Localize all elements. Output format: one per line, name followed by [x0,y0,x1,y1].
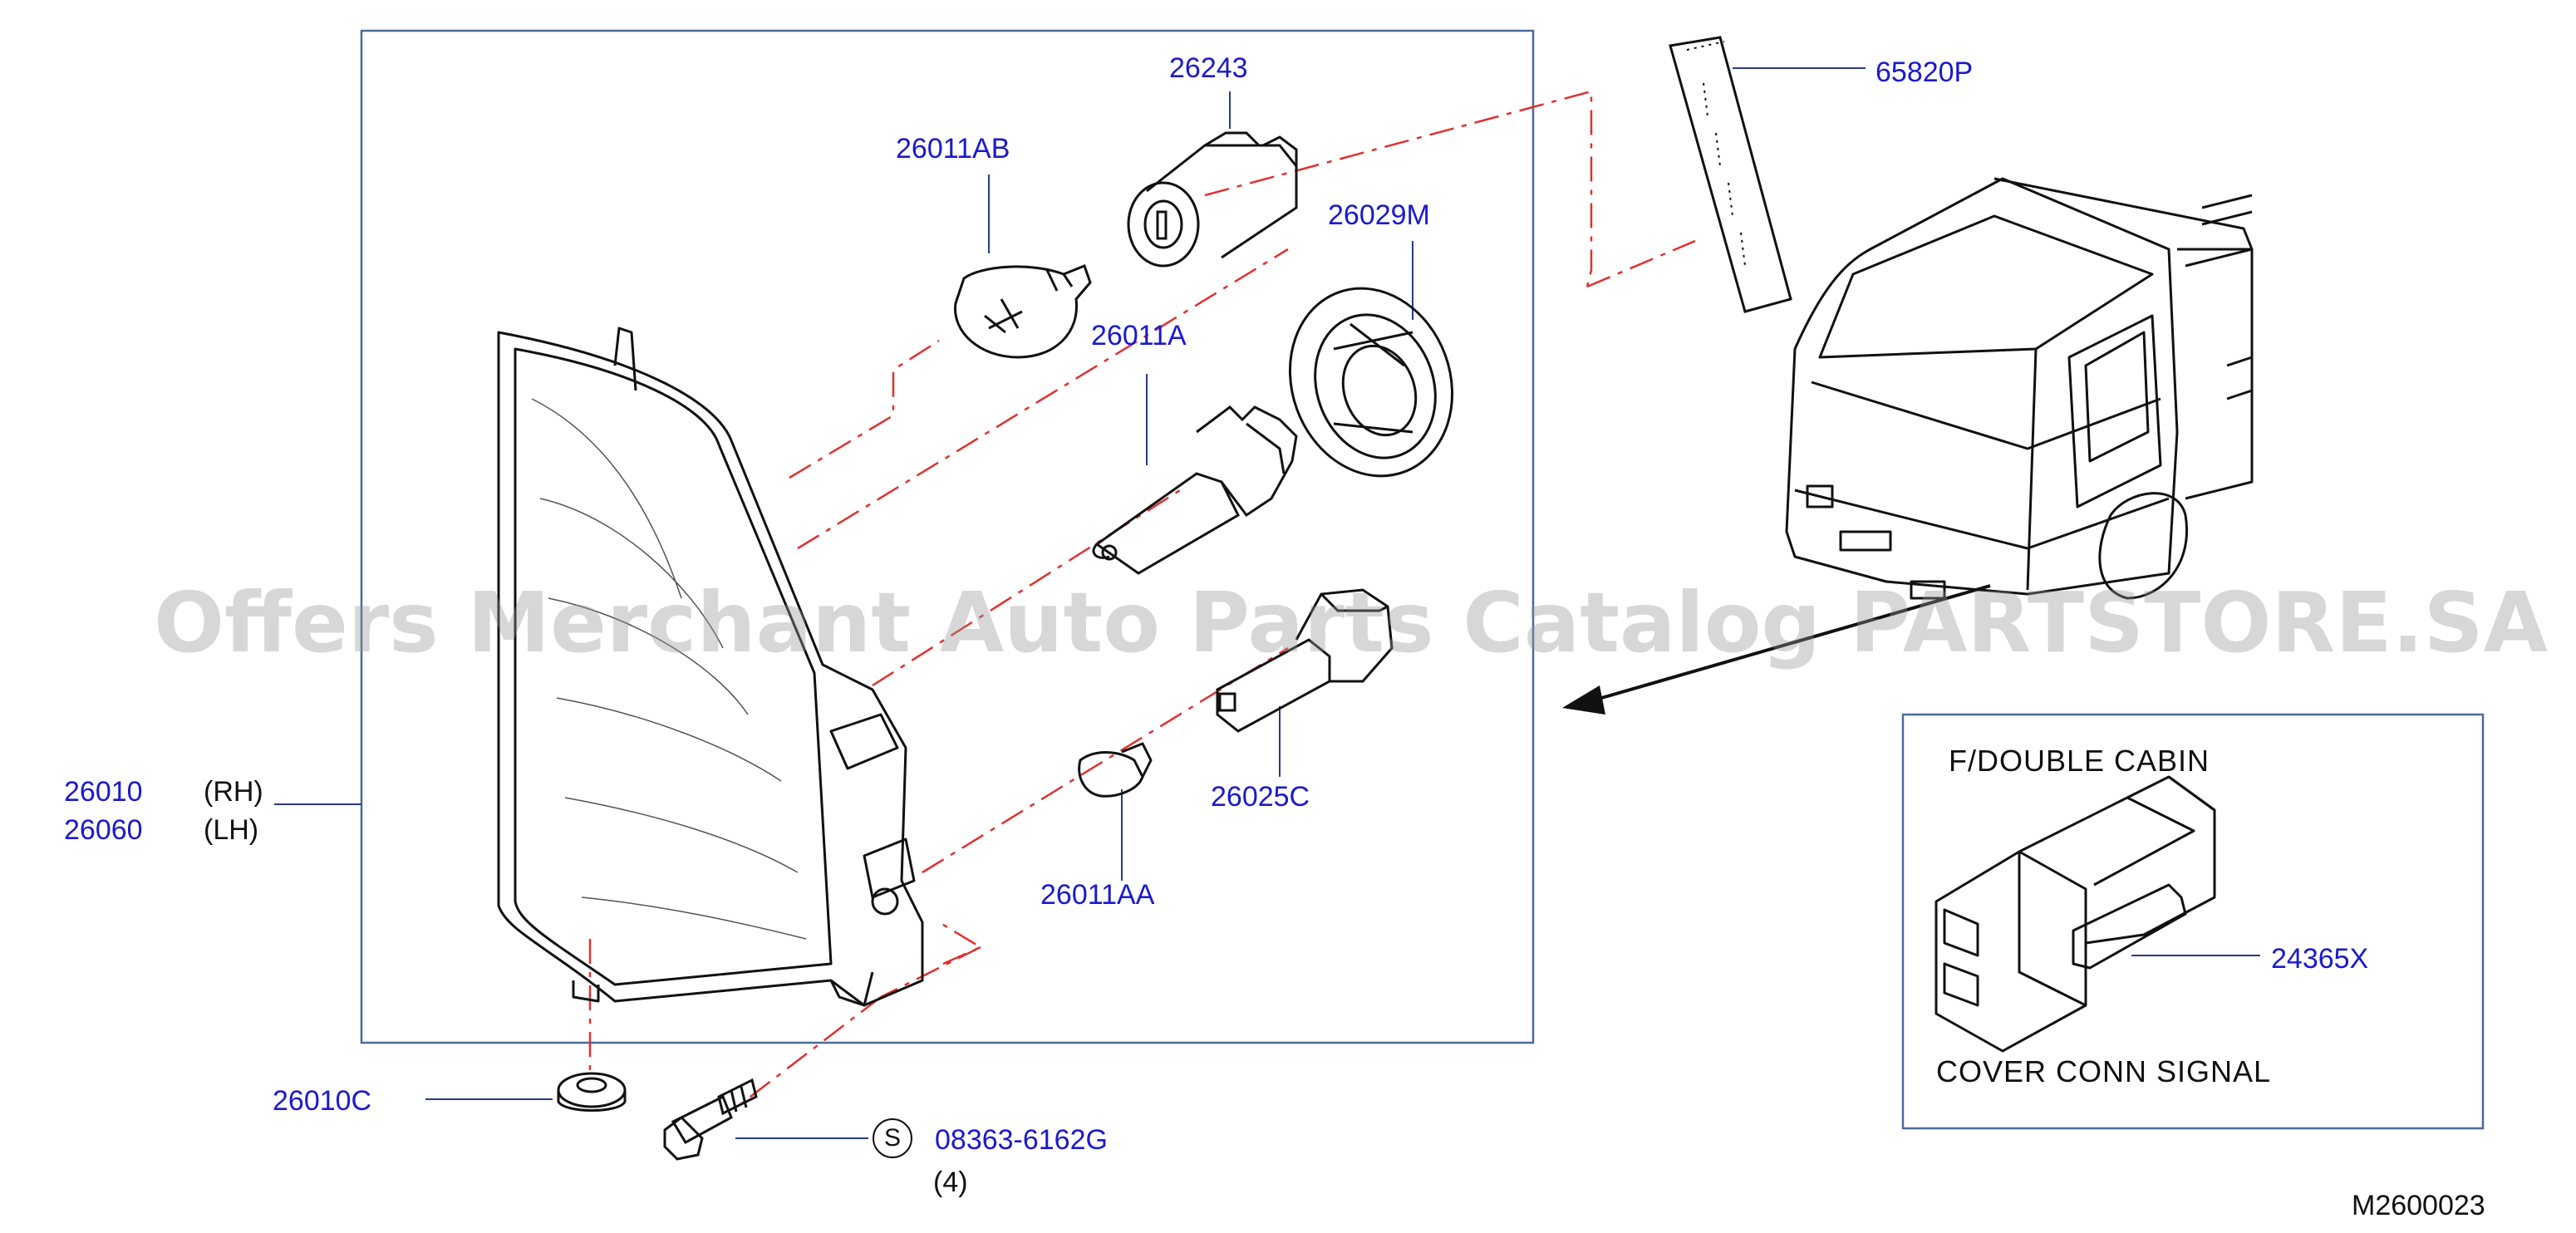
label-rh: (RH) [204,776,263,808]
bulb-26011ab-part [954,264,1092,359]
label-26243[interactable]: 26243 [1169,52,1248,84]
label-24365x[interactable]: 24365X [2271,943,2369,975]
inset-caption: COVER CONN SIGNAL [1936,1054,2272,1088]
inset-title: F/DOUBLE CABIN [1949,744,2210,778]
diagram-code: M2600023 [2352,1190,2485,1221]
seal-65820p-part [1669,36,1792,313]
socket-26025c-part [1216,588,1394,733]
label-26010c[interactable]: 26010C [273,1085,372,1117]
label-quantity: (4) [933,1167,968,1198]
label-26060[interactable]: 26060 [64,814,143,846]
truck-cab-illustration [1785,177,2254,600]
label-26011ab[interactable]: 26011AB [896,133,1010,165]
label-26025c[interactable]: 26025C [1211,781,1310,813]
label-26011aa[interactable]: 26011AA [1040,879,1155,911]
label-08363-6162g[interactable]: 08363-6162G [935,1124,1108,1156]
inset-frame [1901,713,2485,1130]
label-26010[interactable]: 26010 [64,776,143,808]
s-mark: S [873,1118,912,1158]
socket-26243-part [1127,131,1298,268]
connector-cover-24365x-part [1934,775,2216,1053]
label-26029m[interactable]: 26029M [1328,199,1430,231]
label-lh: (LH) [204,814,259,846]
direction-arrow [1562,584,1991,715]
bulb-26011aa-part [1078,742,1153,798]
label-65820p[interactable]: 65820P [1875,56,1974,88]
bolt-08363-part [663,1078,758,1161]
main-frame [360,29,1535,1044]
lamp-housing [497,327,924,1007]
leader-lines [274,67,2260,1139]
label-26011a[interactable]: 26011A [1091,320,1187,351]
grommet-26029m-part [1288,287,1454,478]
watermark-text: Offers Merchant Auto Parts Catalog PARTS… [154,574,2549,671]
washer-26010c-part [557,1072,627,1112]
bulb-26011a-part [1092,405,1298,575]
